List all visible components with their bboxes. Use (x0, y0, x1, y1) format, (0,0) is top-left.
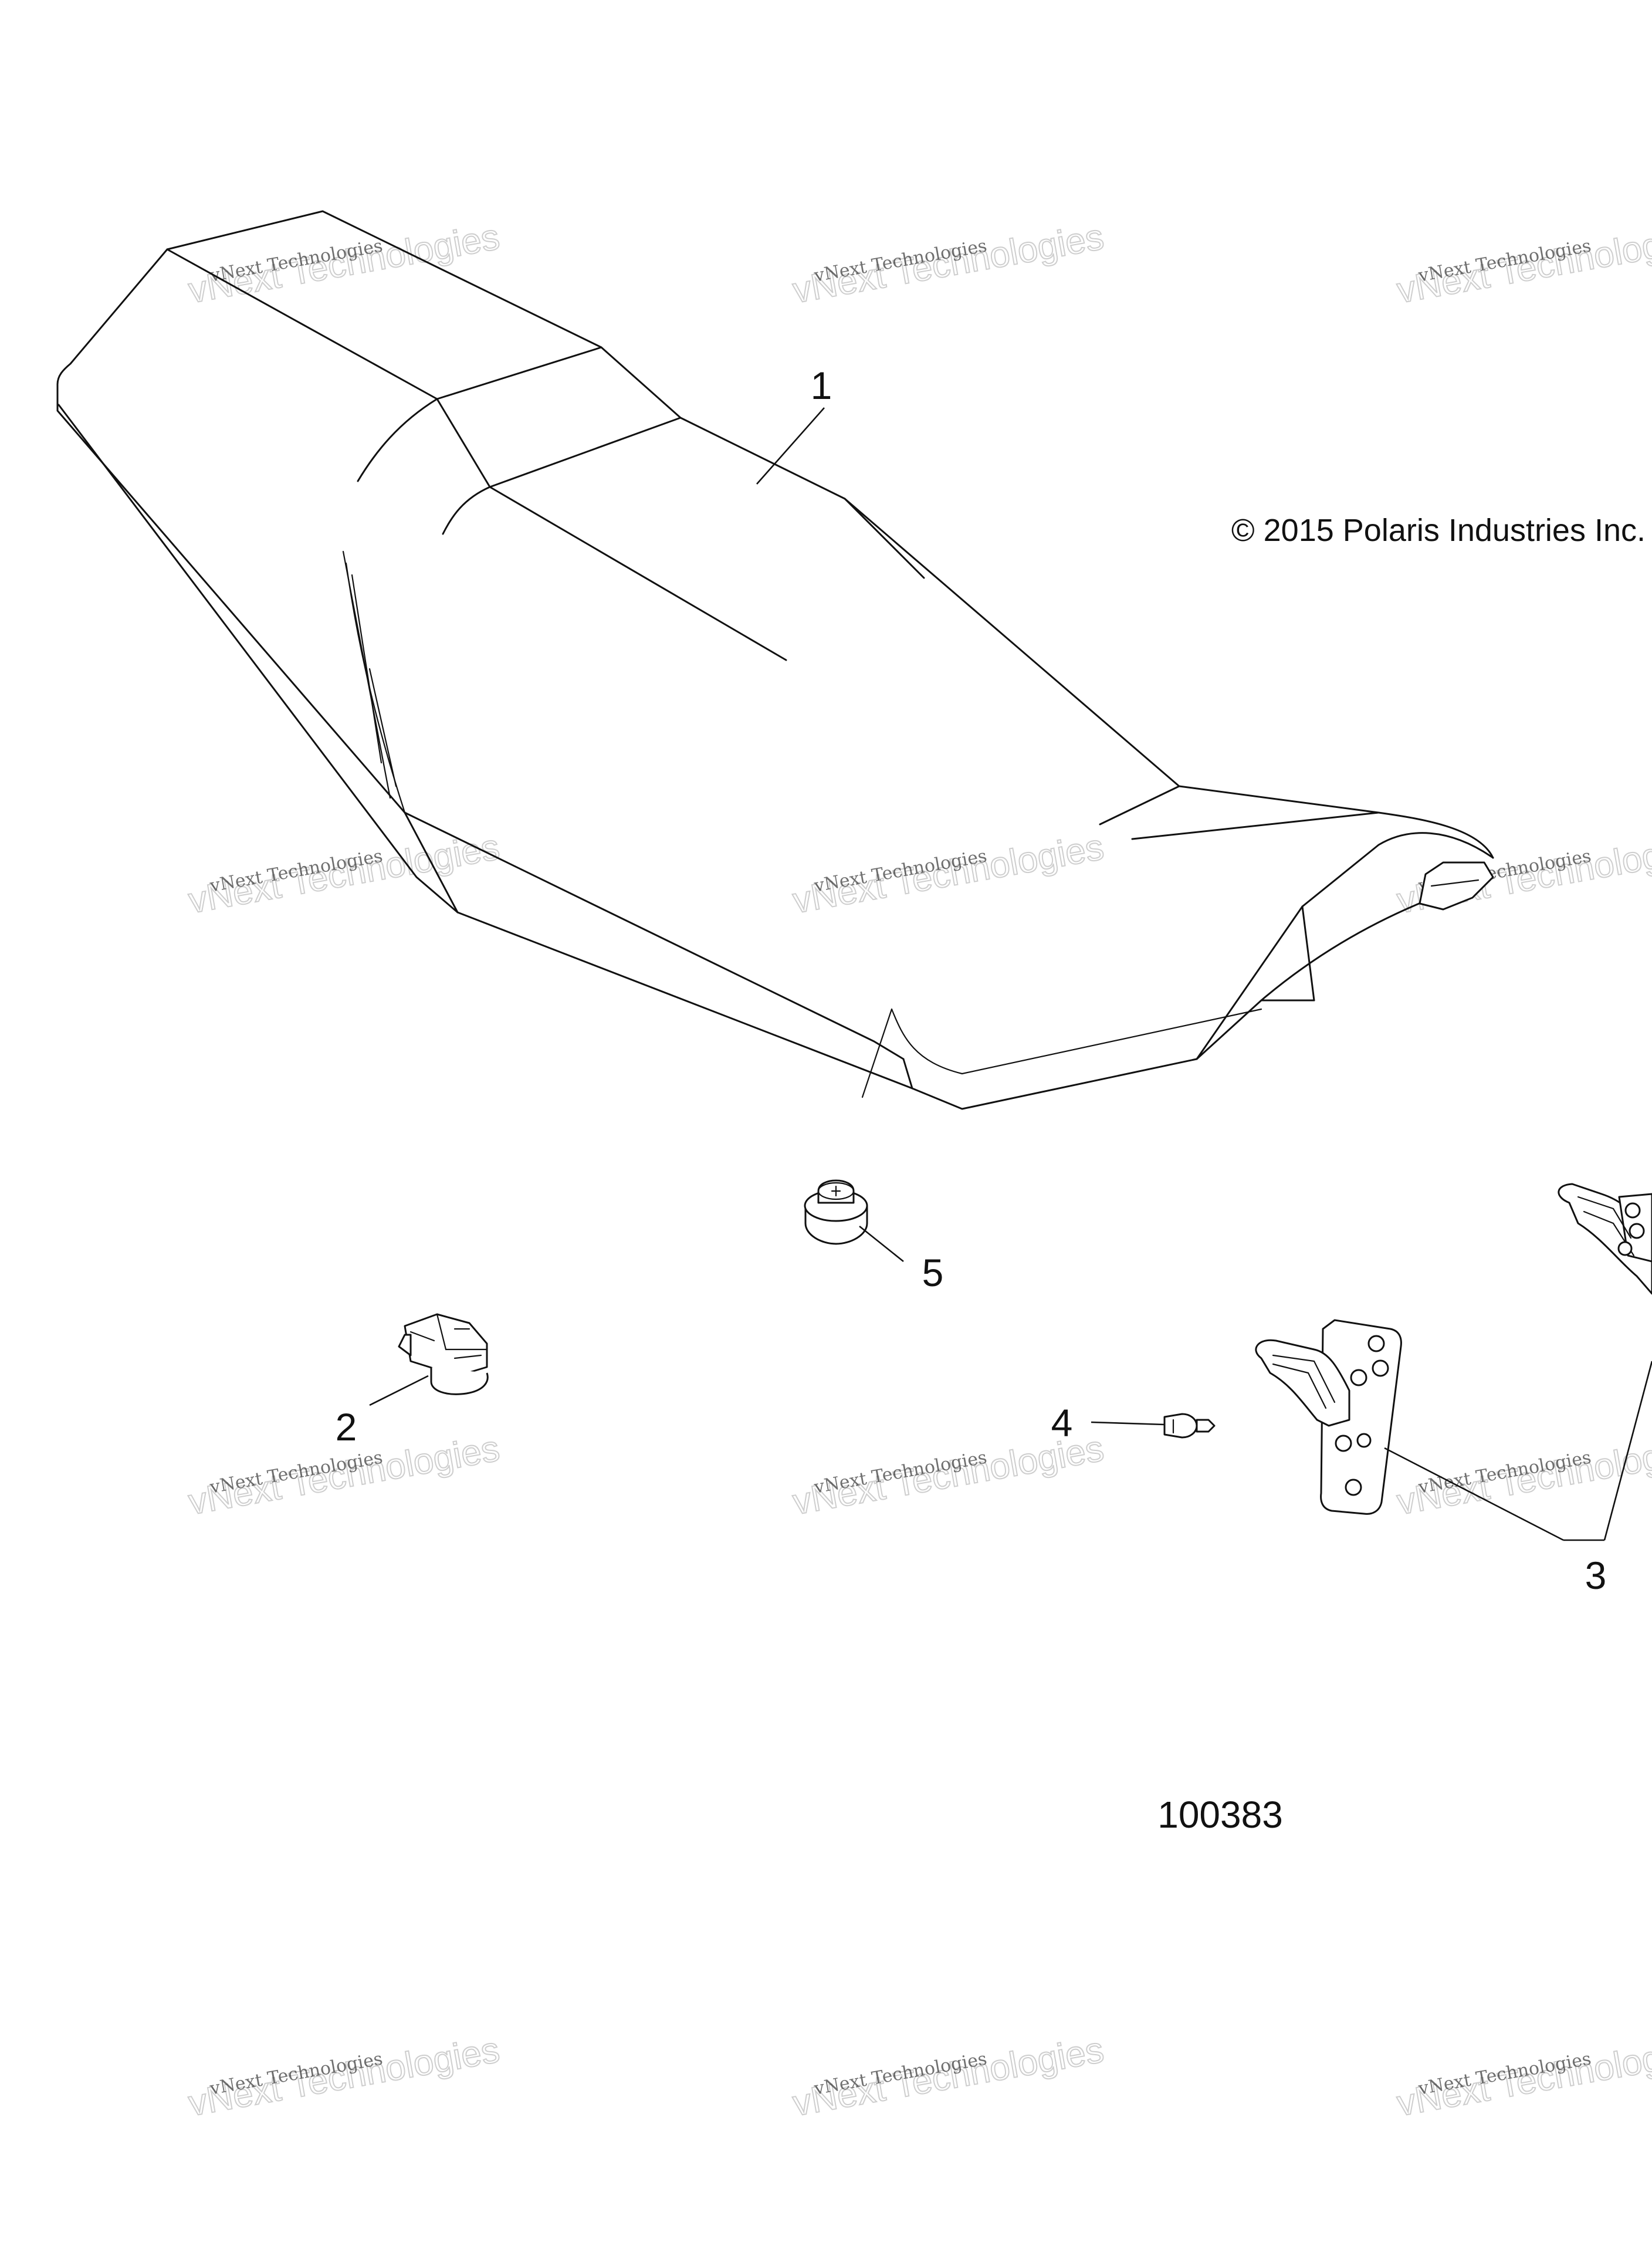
leader-3b (1603, 1361, 1652, 1541)
callout-2: 2 (336, 1405, 357, 1449)
leader-5 (859, 1225, 904, 1263)
callout-5: 5 (922, 1251, 944, 1294)
latch-plate-part-3-front (1255, 1319, 1402, 1515)
receiver-part-2 (398, 1313, 489, 1395)
callout-4: 4 (1051, 1401, 1073, 1445)
grommet-part-5 (804, 1179, 868, 1245)
callout-3: 3 (1585, 1554, 1607, 1597)
screw-part-4 (1163, 1413, 1216, 1439)
leader-4 (1091, 1421, 1165, 1426)
figure-number: 100383 (1157, 1794, 1283, 1836)
latch-plate-part-3-rear (1558, 1183, 1652, 1295)
copyright-text: © 2015 Polaris Industries Inc. (1231, 513, 1646, 548)
seat-part-1 (56, 210, 1494, 1110)
leader-lines (369, 407, 1652, 1541)
leader-2 (369, 1375, 429, 1406)
callout-1: 1 (811, 364, 832, 407)
leader-3a (1384, 1447, 1564, 1541)
leader-1 (756, 407, 825, 485)
callouts: 1 5 2 4 3 (336, 364, 1607, 1597)
